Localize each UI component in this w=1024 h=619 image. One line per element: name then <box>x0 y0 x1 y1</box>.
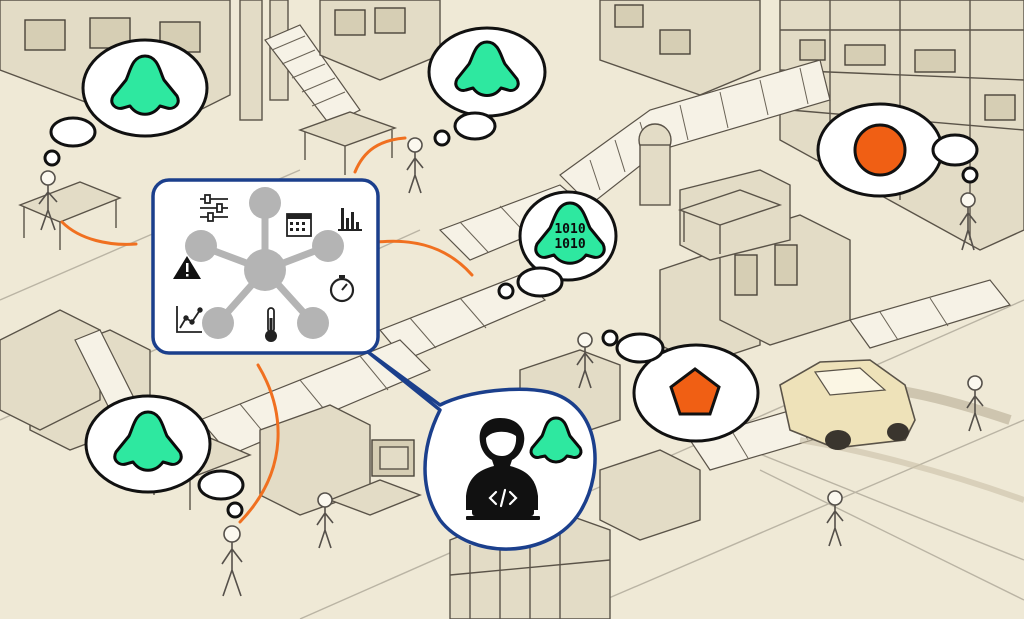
worker <box>966 375 984 432</box>
thought-bubble-orange-pentagon <box>601 329 760 443</box>
agent-bell-icon <box>529 416 583 464</box>
ramp-top-left <box>264 24 361 126</box>
connector-top-worker <box>353 136 407 174</box>
agent-bell-icon <box>113 410 183 472</box>
bar-chart-icon <box>338 208 362 231</box>
alert-circle-icon <box>853 123 907 177</box>
shelving-top-center <box>319 0 761 96</box>
agent-bell-icon <box>454 40 520 97</box>
thought-bubble-green-binary: 1010 1010 <box>497 190 618 300</box>
agent-bell-icon <box>110 54 180 116</box>
connector-lines <box>60 136 474 524</box>
alert-pentagon-icon <box>669 367 721 416</box>
sliders-icon <box>200 194 228 222</box>
developer-bubble <box>366 350 597 551</box>
warning-icon <box>173 256 201 279</box>
worker <box>576 332 594 389</box>
workers <box>38 137 984 597</box>
worker <box>221 525 243 597</box>
connector-bottom-worker <box>238 363 280 524</box>
thought-bubble-orange-circle <box>816 102 979 198</box>
connector-left-worker <box>60 220 138 246</box>
worker <box>959 192 977 251</box>
thought-bubble-green-bottom-left <box>84 394 245 519</box>
worker <box>38 170 58 231</box>
worker <box>406 137 424 194</box>
worker <box>826 490 844 547</box>
worker <box>316 492 334 549</box>
connector-right-machine <box>376 239 474 277</box>
thought-bubble-green-top <box>427 26 547 147</box>
stopwatch-icon <box>329 275 355 303</box>
code-brackets-icon <box>488 488 518 508</box>
binary-line-2: 1010 <box>554 237 585 252</box>
tables <box>18 111 783 516</box>
network-hub-icon <box>185 187 344 339</box>
thermometer-icon <box>265 307 277 342</box>
car <box>779 359 1024 503</box>
line-chart-icon <box>176 306 203 333</box>
agent-binary-icon <box>534 201 606 265</box>
machines <box>0 169 851 541</box>
calendar-icon <box>286 213 312 237</box>
thought-bubble-green-top-left <box>43 38 209 167</box>
binary-line-1: 1010 <box>554 222 585 237</box>
hub-panel <box>151 178 380 355</box>
